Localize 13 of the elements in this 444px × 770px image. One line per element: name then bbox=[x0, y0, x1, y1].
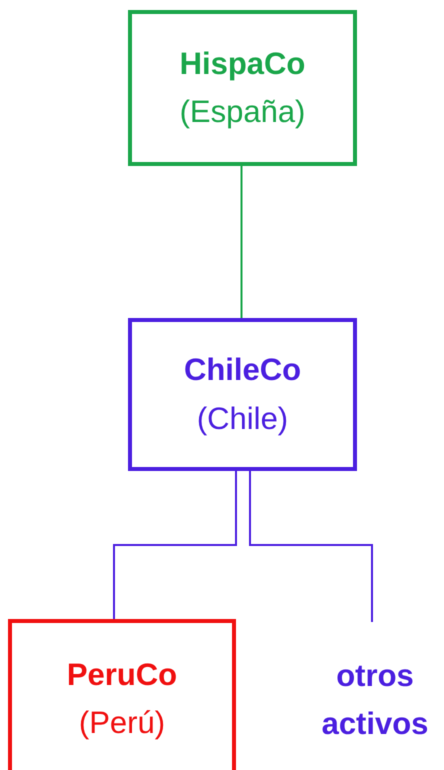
company-box bbox=[8, 619, 236, 770]
country-label: (España) bbox=[180, 93, 306, 131]
connector-line bbox=[113, 471, 237, 619]
company-box bbox=[128, 318, 357, 471]
country-label: (Chile) bbox=[196, 400, 288, 438]
company-name: ChileCo bbox=[184, 351, 302, 390]
company-name: otros activos bbox=[320, 656, 430, 743]
company-name: PeruCo bbox=[66, 656, 178, 694]
company-name: HispaCo bbox=[180, 44, 306, 83]
company-box bbox=[128, 10, 357, 166]
connector-line bbox=[249, 471, 373, 622]
connector-line bbox=[240, 166, 242, 318]
country-label: (Perú) bbox=[78, 704, 166, 742]
